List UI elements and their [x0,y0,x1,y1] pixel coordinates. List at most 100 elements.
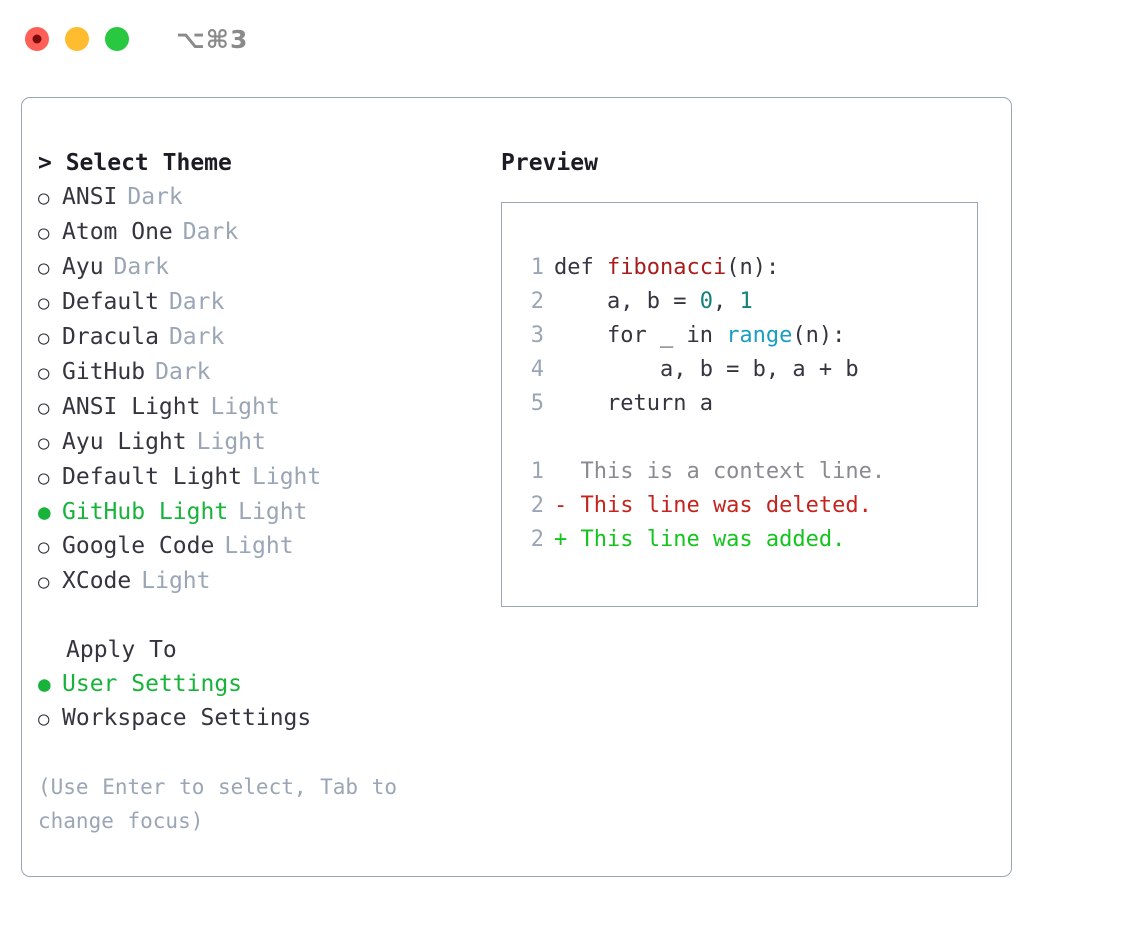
code-line: 4 a, b = b, a + b [518,353,977,387]
diff-line-ctx: 1 This is a context line. [518,455,977,489]
line-number: 1 [530,255,544,280]
line-number: 2 [530,493,544,518]
code-token-kw: def [554,255,607,280]
apply-to-option-label: Workspace Settings [62,705,312,731]
theme-option-github-light[interactable]: ● GitHub Light Light [38,495,478,529]
theme-option-xcode[interactable]: ○ XCode Light [38,564,478,599]
radio-unselected-icon: ○ [38,708,50,730]
code-spacer [518,421,977,455]
theme-option-kind: Dark [155,359,211,385]
theme-option-default[interactable]: ○ Default Dark [38,285,478,320]
radio-selected-icon: ● [38,500,51,524]
minimize-button-icon[interactable] [65,27,89,51]
apply-to-option-user-settings[interactable]: ● User Settings [38,667,478,701]
line-number: 2 [530,289,544,314]
theme-option-kind: Light [141,568,211,594]
theme-option-label: XCode [62,568,132,594]
theme-option-kind: Light [238,499,308,525]
radio-unselected-icon: ○ [38,292,50,314]
radio-unselected-icon: ○ [38,536,50,558]
code-token-kw: a, b = [554,289,700,314]
theme-option-ansi[interactable]: ○ ANSI Dark [38,180,478,215]
theme-option-kind: Light [252,464,322,490]
theme-option-label: ANSI Light [62,394,201,420]
keyboard-hint: (Use Enter to select, Tab to change focu… [38,775,398,833]
theme-option-kind: Dark [113,254,169,280]
radio-unselected-icon: ○ [38,222,50,244]
theme-option-kind: Light [196,429,266,455]
keyboard-shortcut-label: ⌥⌘3 [176,24,249,54]
theme-option-label: GitHub Light [62,499,229,525]
theme-option-kind: Dark [168,324,225,350]
theme-option-label: ANSI [62,184,118,210]
apply-to-list: ● User Settings ○ Workspace Settings [38,667,478,736]
theme-option-kind: Dark [182,219,239,245]
code-line-text: for _ in range(n): [554,319,845,353]
spacer [38,599,478,633]
diff-line-text: - This line was deleted. [554,493,872,518]
line-number: 5 [530,391,544,416]
line-number: 4 [530,357,544,382]
code-token-kw: for _ in [554,323,727,348]
line-number: 3 [530,323,544,348]
window-controls [25,27,145,51]
code-token-kw: (n): [726,255,780,280]
radio-selected-icon: ● [38,672,51,696]
select-theme-heading: > Select Theme [38,150,232,176]
diff-line-text: + This line was added. [554,527,846,552]
maximize-button-icon[interactable] [105,27,129,51]
theme-option-label: Dracula [62,324,159,350]
code-line: 1 def fibonacci(n): [518,251,977,285]
theme-option-kind: Light [210,394,280,420]
diff-line-text: This is a context line. [554,459,886,484]
theme-option-google-code[interactable]: ○ Google Code Light [38,529,478,564]
code-line: 2 a, b = 0, 1 [518,285,977,319]
radio-unselected-icon: ○ [38,397,50,419]
code-token-kw: return a [554,391,713,416]
theme-option-label: Google Code [62,533,215,559]
theme-option-label: GitHub [62,359,146,385]
title-bar: ⌥⌘3 [0,0,1140,78]
code-token-kw: , [712,289,740,314]
preview-heading: Preview [501,150,598,176]
diff-line-add: 2 + This line was added. [518,523,977,557]
theme-option-dracula[interactable]: ○ Dracula Dark [38,320,478,355]
theme-option-label: Default Light [62,464,243,490]
radio-unselected-icon: ○ [38,327,50,349]
code-token-num: 0 [699,289,713,314]
radio-unselected-icon: ○ [38,362,50,384]
code-token-kw: (n): [792,323,846,348]
line-number: 2 [530,527,544,552]
radio-unselected-icon: ○ [38,571,50,593]
code-line: 3 for _ in range(n): [518,319,977,353]
theme-option-kind: Dark [168,289,225,315]
close-button-icon[interactable] [25,27,49,51]
theme-option-kind: Light [224,533,294,559]
code-line: 5 return a [518,387,977,421]
diff-sample: 1 This is a context line. 2 - This line wa… [518,455,977,557]
theme-option-kind: Dark [127,184,183,210]
code-token-fn: fibonacci [606,255,727,280]
apply-to-option-workspace-settings[interactable]: ○ Workspace Settings [38,701,478,736]
code-line-text: return a [554,387,713,421]
radio-unselected-icon: ○ [38,187,50,209]
theme-option-label: Default [62,289,159,315]
code-line-text: a, b = 0, 1 [554,285,753,319]
apply-to-option-label: User Settings [62,671,243,697]
code-token-kw: a, b = b, a + b [554,357,859,382]
code-line-text: def fibonacci(n): [554,251,779,285]
theme-option-github[interactable]: ○ GitHub Dark [38,355,478,390]
radio-unselected-icon: ○ [38,432,50,454]
theme-option-ansi-light[interactable]: ○ ANSI Light Light [38,390,478,425]
theme-option-label: Ayu [62,254,104,280]
